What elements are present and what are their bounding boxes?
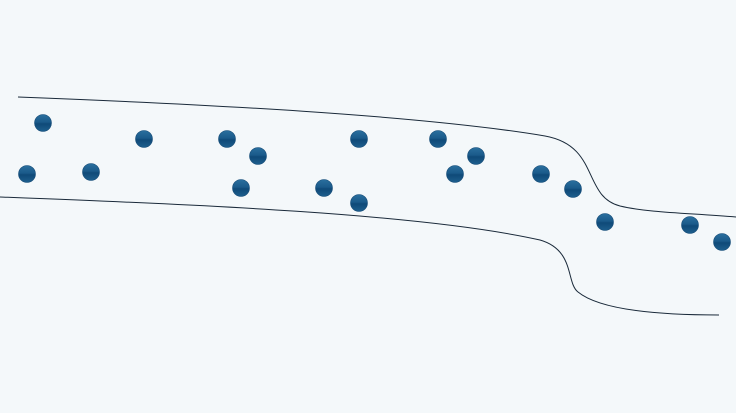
particle bbox=[34, 114, 52, 132]
particle bbox=[249, 147, 267, 165]
particle bbox=[315, 179, 333, 197]
particle bbox=[446, 165, 464, 183]
particle bbox=[681, 216, 699, 234]
particle bbox=[713, 233, 731, 251]
particle bbox=[532, 165, 550, 183]
channel-lower-wall bbox=[0, 196, 720, 316]
particle bbox=[564, 180, 582, 198]
channel-upper-wall bbox=[17, 96, 736, 218]
particle bbox=[350, 194, 368, 212]
particle bbox=[218, 130, 236, 148]
particle bbox=[350, 130, 368, 148]
particle bbox=[135, 130, 153, 148]
particle bbox=[467, 147, 485, 165]
particle-group bbox=[18, 114, 731, 251]
particle bbox=[429, 130, 447, 148]
particle bbox=[82, 163, 100, 181]
particle bbox=[232, 179, 250, 197]
particle bbox=[596, 213, 614, 231]
particle bbox=[18, 165, 36, 183]
